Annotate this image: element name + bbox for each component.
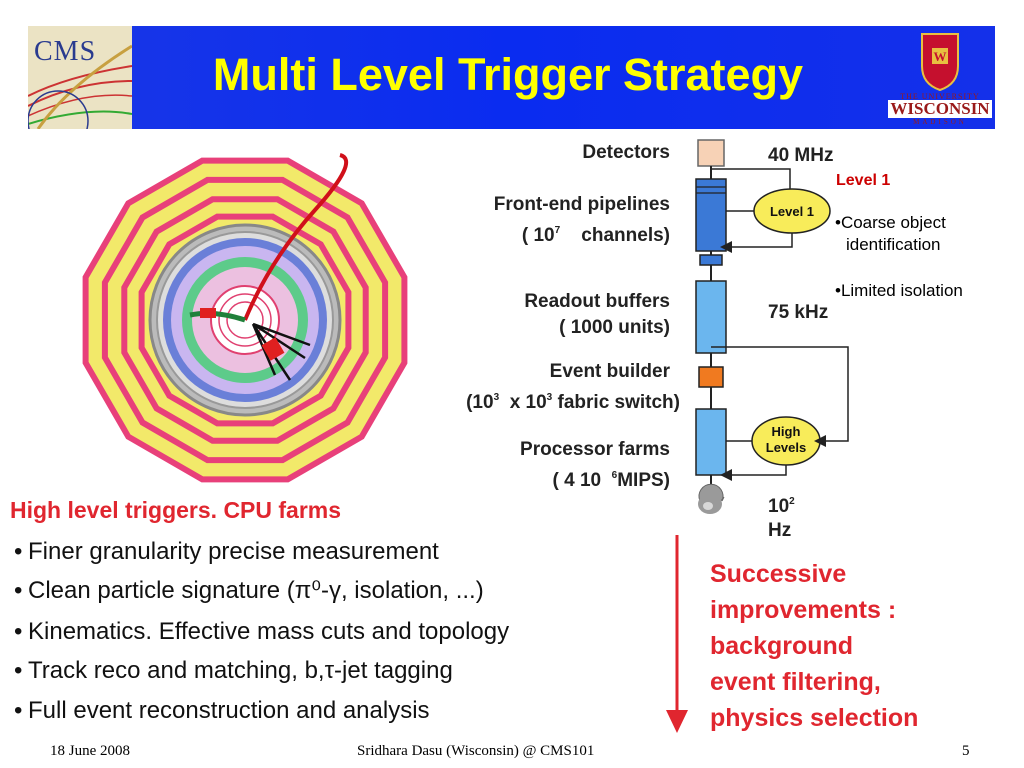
svg-text:W: W [934,49,947,64]
footer-author: Sridhara Dasu (Wisconsin) @ CMS101 [357,743,595,759]
level1-note-2: •Limited isolation [835,281,963,300]
frontend-label-line2: ( 107 channels) [521,225,670,246]
wisconsin-logo: W THE UNIVERSITY WISCONSIN MADISON [888,30,992,126]
wisconsin-logo-line3: MADISON [913,118,967,126]
readout-label-line2: ( 1000 units) [559,317,670,338]
detector-cross-section-image [82,153,408,483]
level1-bubble-text: Level 1 [770,204,814,219]
eventbuilder-label: Event builder (103 x 103 fabric switch) [400,359,680,416]
rate-100hz: 102 Hz [768,496,795,541]
high-levels-bubble-line1: High [772,424,801,439]
hlt-bullet-3: •Kinematics. Effective mass cuts and top… [14,618,510,645]
wisconsin-logo-line1: THE UNIVERSITY [900,92,980,101]
frontend-label-line1: Front-end pipelines [493,194,670,215]
successive-improvements-text: Successive improvements : background eve… [710,560,919,732]
processor-label-line2: ( 4 10 6MIPS) [552,470,671,491]
high-levels-bubble-line2: Levels [766,440,806,455]
footer-date: 18 June 2008 [50,743,130,759]
processor-label-line1: Processor farms [520,439,670,460]
level1-note-1: •Coarse object identification [835,213,946,254]
hlt-bullet-2: •Clean particle signature (π⁰-γ, isolati… [14,577,484,604]
eventbuilder-label-line1: Event builder [549,361,670,382]
level1-notes-title: Level 1 [836,172,891,189]
rate-75khz: 75 kHz [768,302,829,323]
trigger-flow-diagram: Level 1 High Levels [695,139,849,514]
hlt-bullet-5: •Full event reconstruction and analysis [14,697,430,724]
rate-40mhz: 40 MHz [768,145,834,166]
cms-logo-text: CMS [34,36,97,67]
cms-logo-graphic [28,26,132,129]
hlt-title: High level triggers. CPU farms [10,497,342,523]
slide-title: Multi Level Trigger Strategy [212,49,804,100]
hlt-bullet-1: •Finer granularity precise measurement [14,538,439,565]
hlt-bullet-4: •Track reco and matching, b,τ-jet taggin… [14,657,453,684]
wisconsin-logo-line2: WISCONSIN [888,100,992,118]
frontend-label: Front-end pipelines ( 107 channels) [440,192,670,249]
readout-label: Readout buffers ( 1000 units) [460,289,670,341]
down-arrow-icon [666,535,688,733]
processor-label: Processor farms ( 4 10 6MIPS) [460,437,670,494]
readout-label-line1: Readout buffers [524,291,670,312]
title-banner [28,26,995,129]
eventbuilder-label-line2: (103 x 103 fabric switch) [466,392,680,413]
detectors-label: Detectors [582,142,670,163]
wisconsin-crest-icon: W [921,33,959,92]
cms-logo: CMS [28,26,132,129]
footer-page-number: 5 [962,743,970,759]
